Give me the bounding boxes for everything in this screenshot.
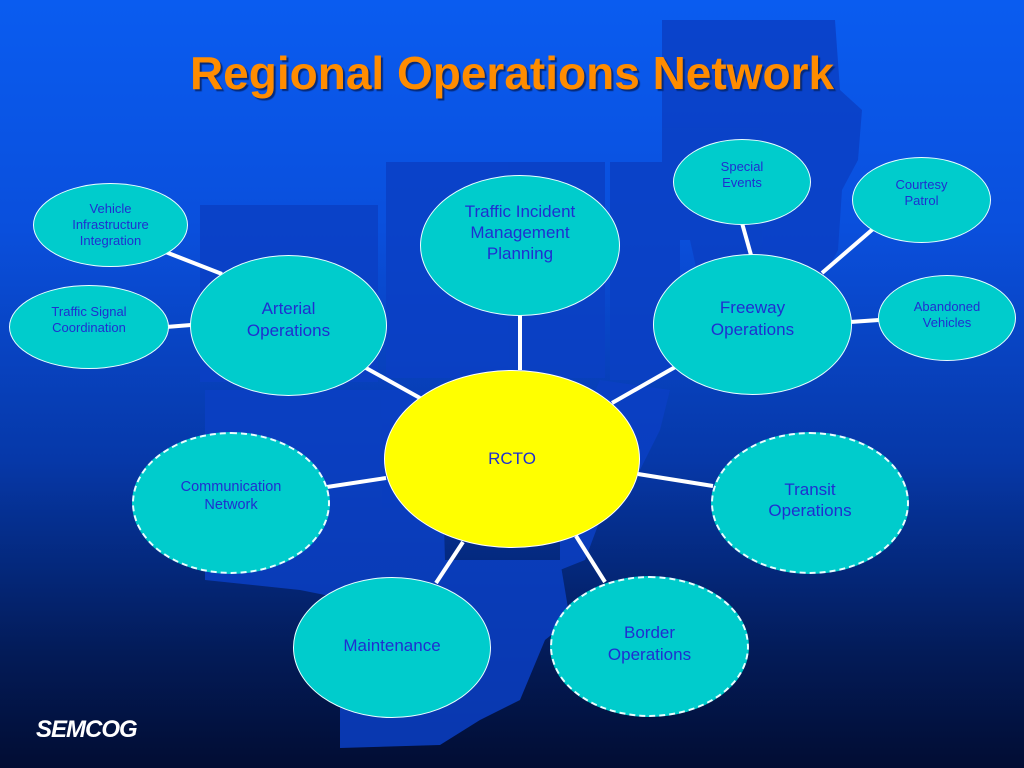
hub-node-rcto[interactable]: RCTO — [384, 370, 640, 548]
connector-vehicle-arterial — [162, 249, 223, 276]
node-freeway-operations[interactable]: Freeway Operations — [653, 254, 852, 395]
node-label: Communication Network — [180, 478, 282, 513]
node-label: Abandoned Vehicles — [913, 298, 981, 330]
connector-freeway-hub — [611, 364, 678, 405]
node-label: Vehicle Infrastructure Integration — [72, 200, 149, 249]
node-arterial-operations[interactable]: Arterial Operations — [190, 255, 387, 396]
node-courtesy-patrol[interactable]: Courtesy Patrol — [852, 157, 991, 243]
connector-border-hub — [574, 534, 607, 584]
node-special-events[interactable]: Special Events — [673, 139, 811, 225]
node-label: Maintenance — [343, 635, 441, 655]
connector-comm-hub — [326, 476, 387, 489]
connector-arterial-hub — [365, 366, 421, 400]
node-label: Border Operations — [607, 623, 692, 664]
node-label: Arterial Operations — [246, 299, 331, 340]
connector-special-freeway — [740, 222, 753, 256]
hub-label: RCTO — [488, 449, 536, 469]
node-label: Courtesy Patrol — [895, 176, 948, 208]
connector-courtesy-freeway — [820, 227, 875, 275]
node-label: Freeway Operations — [710, 298, 795, 339]
node-traffic-signal[interactable]: Traffic Signal Coordination — [9, 285, 169, 369]
semcog-logo: SEMCOG — [36, 716, 138, 743]
node-communication-network[interactable]: Communication Network — [132, 432, 330, 574]
node-label: Transit Operations — [768, 479, 852, 520]
node-abandoned-vehicles[interactable]: Abandoned Vehicles — [878, 275, 1016, 361]
node-vehicle-infrastructure[interactable]: Vehicle Infrastructure Integration — [33, 183, 188, 267]
node-traffic-incident[interactable]: Traffic Incident Management Planning — [420, 175, 620, 316]
connector-transit-hub — [637, 472, 714, 488]
node-border-operations[interactable]: Border Operations — [550, 576, 749, 717]
connector-maint-hub — [434, 540, 465, 585]
connector-signal-arterial — [165, 323, 192, 329]
node-maintenance[interactable]: Maintenance — [293, 577, 491, 718]
slide-title: Regional Operations Network — [189, 47, 835, 99]
node-label: Special Events — [720, 158, 764, 190]
node-transit-operations[interactable]: Transit Operations — [711, 432, 909, 574]
node-label: Traffic Incident Management Planning — [464, 201, 576, 264]
node-label: Traffic Signal Coordination — [51, 303, 127, 335]
connector-abandoned-freeway — [849, 318, 880, 324]
